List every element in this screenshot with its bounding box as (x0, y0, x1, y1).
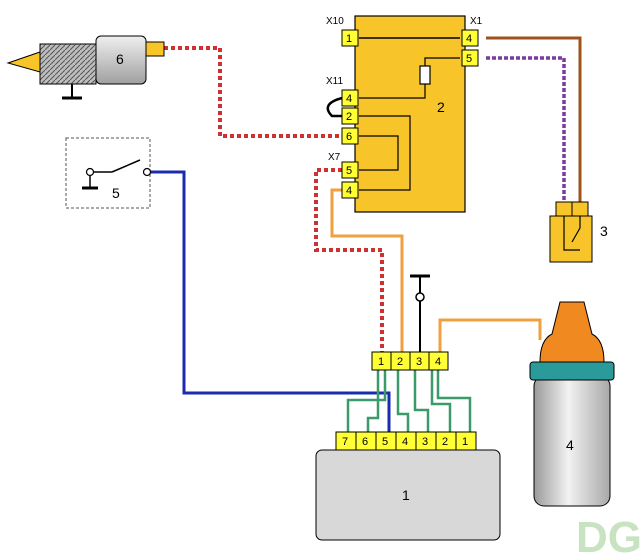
pin-label: 1 (346, 33, 352, 45)
pin-label: 4 (466, 33, 472, 45)
component-1-label: 1 (402, 487, 410, 503)
pin-label: 5 (466, 53, 472, 65)
junction-connector: 1 2 3 4 (371, 351, 449, 371)
watermark-logo: DG (576, 513, 640, 558)
pin-label: 2 (346, 111, 352, 123)
wire-red-6 (164, 46, 342, 138)
connector-x7-label: X7 (328, 152, 341, 163)
component-5-label: 5 (112, 185, 120, 201)
wire-blue (150, 170, 391, 432)
connector-x11: X11 4 2 6 (326, 76, 359, 145)
pin-label: 6 (362, 436, 368, 448)
wire-orange-2 (438, 318, 542, 352)
wire-purple (486, 56, 566, 203)
pin-label: 4 (346, 93, 352, 105)
green-wires (346, 370, 472, 432)
pin-label: 6 (346, 131, 352, 143)
component-6-label: 6 (116, 51, 124, 67)
pin-label: 7 (342, 436, 348, 448)
component-4-label: 4 (566, 437, 574, 453)
connector-x1: X1 4 5 (461, 16, 483, 67)
connector-x1-label: X1 (470, 16, 483, 27)
pin-label: 5 (382, 436, 388, 448)
pin-label: 2 (442, 436, 448, 448)
component-2: 2 (326, 15, 466, 213)
pin-label: 4 (402, 436, 408, 448)
connector-x7: X7 5 4 (328, 152, 359, 199)
connector-x11-label: X11 (326, 76, 343, 87)
component-3: 3 (549, 201, 608, 263)
pin-label: 4 (346, 185, 352, 197)
component-5: 5 (65, 137, 152, 209)
wire-brown (486, 36, 582, 203)
component-1: 7 6 5 4 3 2 1 1 (315, 431, 501, 541)
pin-label: 1 (462, 436, 468, 448)
component-6: 6 (6, 35, 165, 100)
pin-label: 2 (397, 356, 403, 368)
component-4: 4 (529, 301, 615, 507)
fuse-icon (419, 65, 431, 85)
pin-label: 5 (346, 165, 352, 177)
connector-x10: X10 1 (326, 16, 359, 47)
pin-label: 3 (416, 356, 422, 368)
pin-label: 4 (435, 356, 441, 368)
pin-label: 1 (378, 356, 384, 368)
component-2-label: 2 (437, 99, 445, 115)
component-3-label: 3 (600, 223, 608, 239)
watermark-text: DG (576, 513, 640, 558)
wire-orange-1 (330, 188, 404, 352)
pin-label: 3 (422, 436, 428, 448)
connector-x10-label: X10 (326, 16, 344, 27)
